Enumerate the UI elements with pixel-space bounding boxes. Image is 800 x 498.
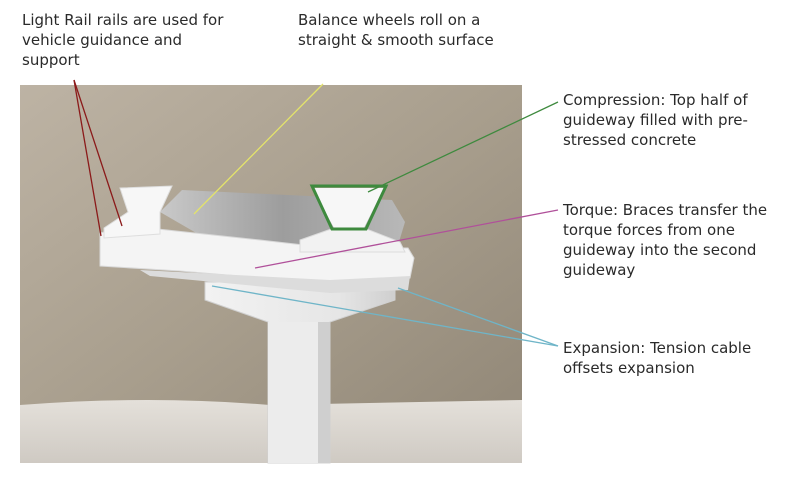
leader-expansion-a xyxy=(211,285,559,347)
leader-balance xyxy=(193,83,324,215)
leader-rails-b xyxy=(73,79,123,227)
label-balance-wheels: Balance wheels roll on a straight & smoo… xyxy=(298,11,494,49)
leader-expansion-b xyxy=(397,287,559,347)
label-torque: Torque: Braces transfer the torque force… xyxy=(563,201,768,279)
compression-outline xyxy=(309,184,389,231)
leader-lines xyxy=(73,79,559,347)
label-rails: Light Rail rails are used for vehicle gu… xyxy=(22,11,224,69)
label-compression: Compression: Top half of guideway filled… xyxy=(563,91,748,149)
label-expansion: Expansion: Tension cable offsets expansi… xyxy=(563,339,752,377)
leader-rails-a xyxy=(73,79,102,237)
guideway-deck xyxy=(99,225,415,293)
leader-compression xyxy=(367,101,559,193)
compression-block xyxy=(312,188,384,228)
deck-underside xyxy=(140,270,410,293)
leader-torque xyxy=(254,209,559,269)
